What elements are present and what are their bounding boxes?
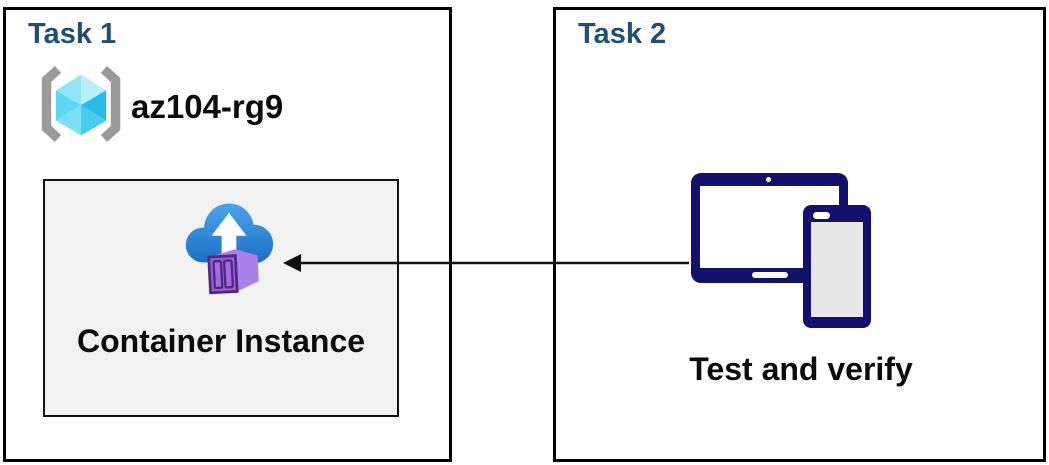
task2-title: Task 2 <box>578 18 667 50</box>
connector-arrow <box>283 254 689 272</box>
task1-title: Task 1 <box>28 18 117 50</box>
container-instance-icon <box>185 203 274 295</box>
phone-speaker <box>813 212 830 219</box>
tablet-home-button <box>752 272 788 278</box>
phone-icon <box>803 205 871 328</box>
container-instance-label: Container Instance <box>76 323 366 359</box>
test-and-verify-label: Test and verify <box>689 351 913 387</box>
phone-screen <box>811 222 863 317</box>
resource-group-name: az104-rg9 <box>131 88 284 125</box>
resource-group-icon <box>41 65 121 142</box>
task2-box: Task 2 Test and verify <box>553 7 1046 462</box>
container-instance-box: Container Instance <box>43 179 399 417</box>
task1-box: Task 1 az104-rg9 <box>3 7 452 462</box>
tablet-camera-dot <box>766 177 771 182</box>
